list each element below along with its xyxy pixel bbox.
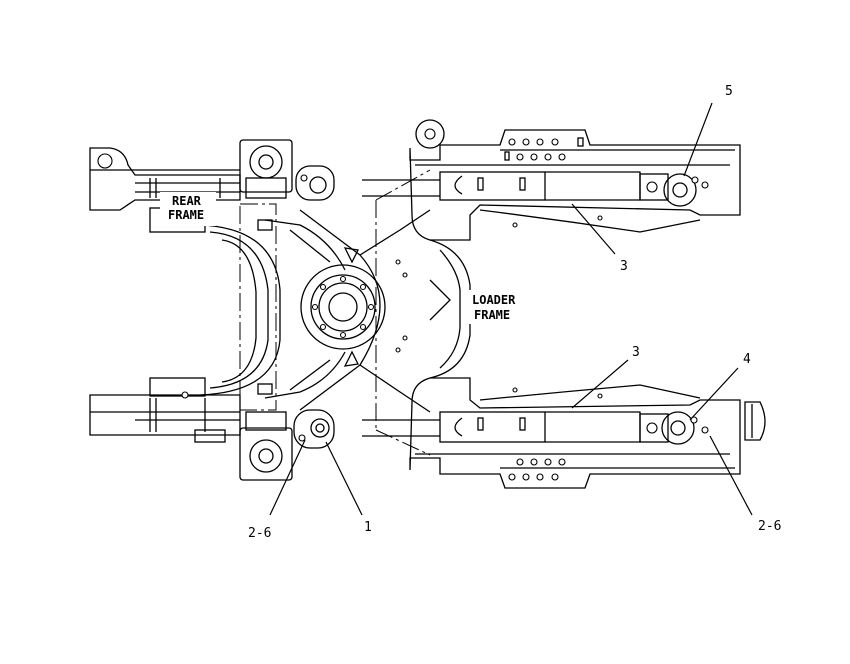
center-hitch	[289, 209, 431, 413]
loader-frame-label-line2: FRAME	[474, 308, 510, 322]
link-rods	[362, 171, 709, 445]
rear-frame-label-line2: FRAME	[168, 208, 204, 222]
callout-leaders	[269, 102, 753, 516]
callout-5: 5	[725, 84, 733, 99]
callout-2-6-left: 2-6	[248, 526, 271, 541]
callout-2-6-right: 2-6	[758, 519, 781, 534]
rear-frame	[89, 139, 346, 481]
callout-4: 4	[743, 352, 751, 367]
callout-1: 1	[364, 520, 372, 535]
callout-3-upper: 3	[620, 259, 628, 274]
callout-3-lower: 3	[632, 345, 640, 360]
loader-frame-label-line1: LOADER	[472, 293, 516, 307]
rear-frame-label-line1: REAR	[172, 194, 202, 208]
loader-frame	[375, 119, 766, 489]
loader-frame-label: LOADER FRAME	[468, 290, 526, 324]
rear-frame-label: REAR FRAME	[160, 192, 216, 226]
